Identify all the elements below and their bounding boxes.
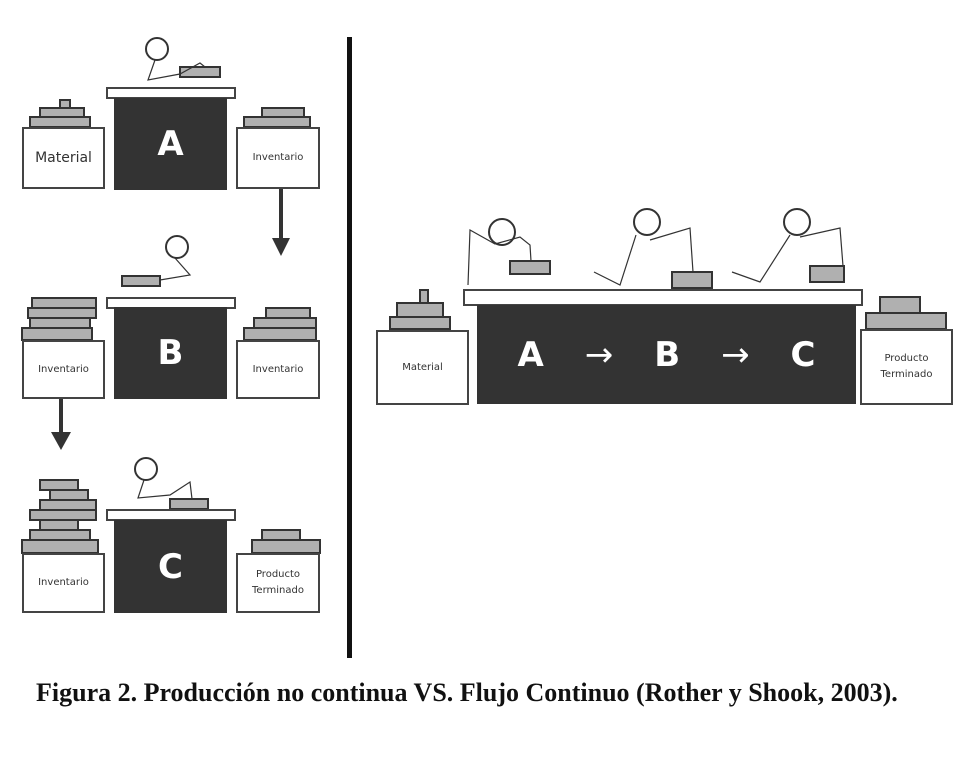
material-box-right: Material bbox=[376, 330, 469, 405]
workpieces-right bbox=[509, 260, 845, 289]
divider-line bbox=[347, 37, 352, 658]
workpiece-b bbox=[121, 275, 161, 287]
workpiece-c bbox=[169, 498, 209, 510]
station-c: C bbox=[114, 520, 227, 613]
station-b-label: B bbox=[654, 334, 681, 375]
inventory-stack-b-output bbox=[243, 307, 317, 341]
caption-text: Producción no continua VS. Flujo Continu… bbox=[143, 678, 898, 707]
box-label: Producto Terminado bbox=[252, 569, 304, 596]
box-label: Producto Terminado bbox=[880, 353, 933, 380]
inventory-box-b-output: Inventario bbox=[236, 340, 320, 399]
inventory-stack-c-input bbox=[21, 479, 99, 554]
finished-product-box-c: Producto Terminado bbox=[236, 553, 320, 613]
station-label: C bbox=[158, 546, 183, 587]
inventory-stack-b-input bbox=[21, 297, 97, 341]
continuous-workbench-top bbox=[463, 289, 863, 306]
inventory-box-b-input: Inventario bbox=[22, 340, 105, 399]
caption-label: Figura 2. bbox=[36, 678, 138, 707]
arrow-icon: → bbox=[584, 334, 614, 375]
station-a: A bbox=[114, 98, 227, 190]
finished-stack-c bbox=[251, 529, 321, 554]
material-box-a: Material bbox=[22, 127, 105, 189]
station-label: B bbox=[157, 333, 184, 373]
flow-arrow-b-to-c bbox=[51, 388, 71, 450]
worker-b-head bbox=[165, 235, 189, 259]
box-label: Inventario bbox=[252, 363, 304, 375]
worker-a-head bbox=[145, 37, 169, 61]
station-label: A bbox=[157, 124, 184, 164]
station-c-label: C bbox=[790, 334, 816, 375]
station-a-label: A bbox=[517, 334, 544, 375]
worker-c-head bbox=[134, 457, 158, 481]
figure-caption: Figura 2. Producción no continua VS. Flu… bbox=[36, 674, 966, 711]
continuous-flow-cell: A → B → C bbox=[477, 305, 856, 404]
inventory-stack-a bbox=[243, 107, 311, 128]
box-label: Inventario bbox=[38, 363, 89, 375]
box-label: Material bbox=[35, 149, 92, 166]
material-stack-right bbox=[389, 289, 451, 330]
inventory-box-c: Inventario bbox=[22, 553, 105, 613]
workpiece-a bbox=[179, 66, 221, 78]
worker-arms bbox=[137, 59, 844, 500]
flow-arrow-a-to-b bbox=[272, 178, 290, 256]
finished-product-box-right: Producto Terminado bbox=[860, 329, 953, 405]
box-label: Material bbox=[402, 361, 443, 373]
material-stack-a bbox=[29, 99, 91, 128]
box-label: Inventario bbox=[252, 152, 304, 163]
finished-stack-right bbox=[865, 296, 947, 330]
worker-right-a-head bbox=[488, 218, 516, 246]
worker-right-c-head bbox=[783, 208, 811, 236]
worker-right-b-head bbox=[633, 208, 661, 236]
box-label: Inventario bbox=[38, 577, 89, 588]
station-b: B bbox=[114, 307, 227, 399]
arrow-icon: → bbox=[721, 334, 750, 375]
inventory-box-a: Inventario bbox=[236, 127, 320, 189]
